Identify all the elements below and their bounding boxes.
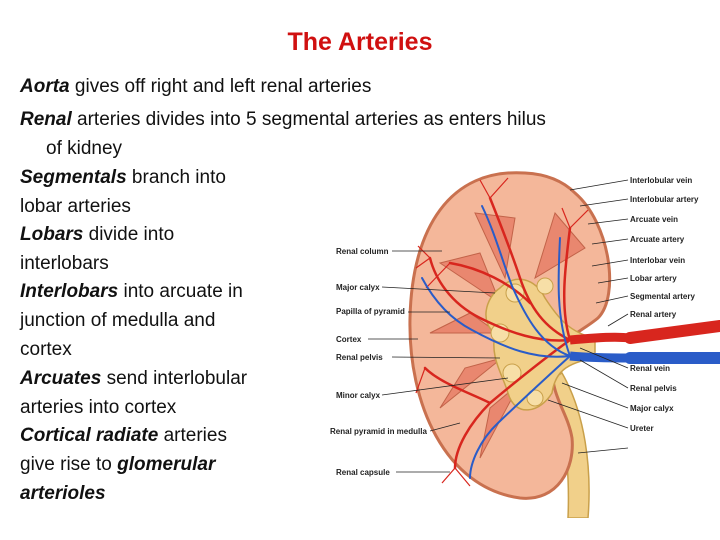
label-interlobular-artery: Interlobular artery (630, 195, 699, 204)
bullet-interlobars-cont: junction of medulla and (20, 310, 216, 331)
bullet-interlobars: Interlobars into arcuate in (20, 281, 243, 302)
right-labels: Interlobular vein Interlobular artery Ar… (630, 176, 699, 433)
label-renal-vein: Renal pelvis (630, 384, 677, 393)
label-major-calyx-right: Ureter (630, 424, 654, 433)
bullet-arcuates-cont: arteries into cortex (20, 397, 177, 418)
label-papilla: Papilla of pyramid (336, 307, 405, 316)
label-cortex: Cortex (336, 335, 362, 344)
label-renal-column: Renal column (336, 247, 389, 256)
kidney-diagram: Renal column Major calyx Papilla of pyra… (330, 168, 720, 518)
label-interlobar-artery: Lobar artery (630, 274, 677, 283)
bullet-segmentals-cont: lobar arteries (20, 196, 131, 217)
bullet-cortical: Cortical radiate arteries (20, 425, 227, 446)
slide-title: The Arteries (287, 28, 433, 56)
bullet-segmentals: Segmentals branch into (20, 167, 226, 188)
label-interlobular-vein: Interlobular vein (630, 176, 692, 185)
label-segmental-artery: Renal artery (630, 310, 677, 319)
kidney-illustration: Renal column Major calyx Papilla of pyra… (330, 171, 720, 518)
label-renal-pelvis-right: Major calyx (630, 404, 674, 413)
bullet-cortical-cont2: arterioles (20, 483, 106, 504)
label-renal-capsule: Renal capsule (336, 468, 390, 477)
bullet-arcuates: Arcuates send interlobular (20, 368, 248, 389)
label-renal-pelvis-left: Renal pelvis (336, 353, 383, 362)
bullet-interlobars-cont2: cortex (20, 339, 72, 360)
bullet-renal-cont: of kidney (46, 138, 123, 159)
label-lobar-artery: Segmental artery (630, 292, 695, 301)
bullet-lobars: Lobars divide into (20, 224, 175, 245)
label-major-calyx-left: Major calyx (336, 283, 380, 292)
label-interlobar-vein: Interlobar vein (630, 256, 685, 265)
label-arcuate-artery: Arcuate artery (630, 235, 685, 244)
label-renal-artery: Renal vein (630, 364, 670, 373)
label-renal-pyramid: Renal pyramid in medulla (330, 427, 427, 436)
left-labels: Renal column Major calyx Papilla of pyra… (330, 247, 427, 477)
bullet-cortical-cont: give rise to glomerular (20, 454, 216, 475)
bullet-renal: Renal arteries divides into 5 segmental … (20, 109, 546, 130)
label-minor-calyx: Minor calyx (336, 391, 381, 400)
label-arcuate-vein: Arcuate vein (630, 215, 678, 224)
bullet-lobars-cont: interlobars (20, 253, 109, 274)
bullet-aorta: Aorta gives off right and left renal art… (20, 76, 372, 97)
